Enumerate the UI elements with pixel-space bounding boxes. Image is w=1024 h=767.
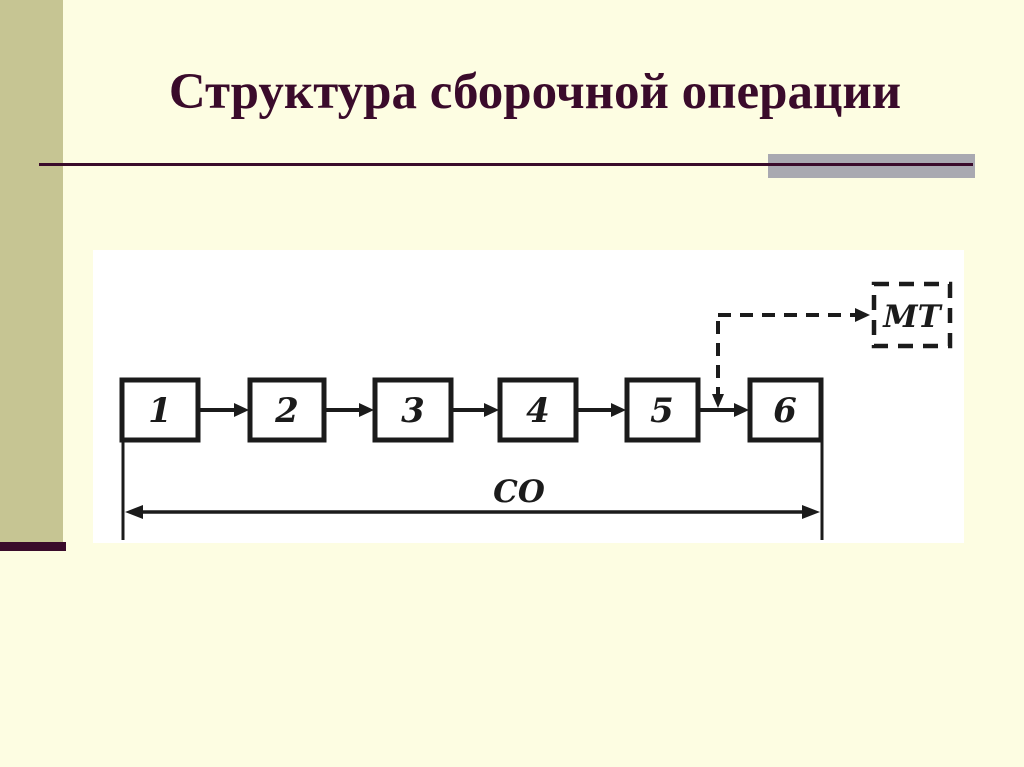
flow-arrow-heads <box>234 403 749 417</box>
left-olive-bar <box>0 0 63 542</box>
title-underline-gray-accent <box>768 154 975 178</box>
operation-box-1-label: 1 <box>148 391 172 431</box>
transport-box-label: МТ <box>882 299 942 335</box>
span-label: СО <box>493 474 545 510</box>
diagram-panel: 1 2 3 4 5 6 <box>93 250 964 543</box>
slide-title: Структура сборочной операции <box>168 64 902 120</box>
dashed-branch-down-arrowhead <box>712 394 724 408</box>
operation-box-6 <box>747 377 824 443</box>
span-right-arrowhead <box>802 505 820 519</box>
left-bar-bottom-accent <box>0 542 66 551</box>
transport-box <box>871 281 953 349</box>
dashed-branch-right-arrowhead <box>855 308 870 322</box>
title-underline <box>39 163 973 166</box>
operation-box-4-label: 4 <box>526 391 550 431</box>
assembly-operation-diagram: 1 2 3 4 5 6 <box>119 281 953 540</box>
operation-box-3-label: 3 <box>401 391 425 431</box>
operation-box-2-label: 2 <box>274 391 299 431</box>
operation-box-6-label: 6 <box>773 391 797 431</box>
operation-box-5-label: 5 <box>650 391 674 431</box>
span-left-arrowhead <box>125 505 143 519</box>
